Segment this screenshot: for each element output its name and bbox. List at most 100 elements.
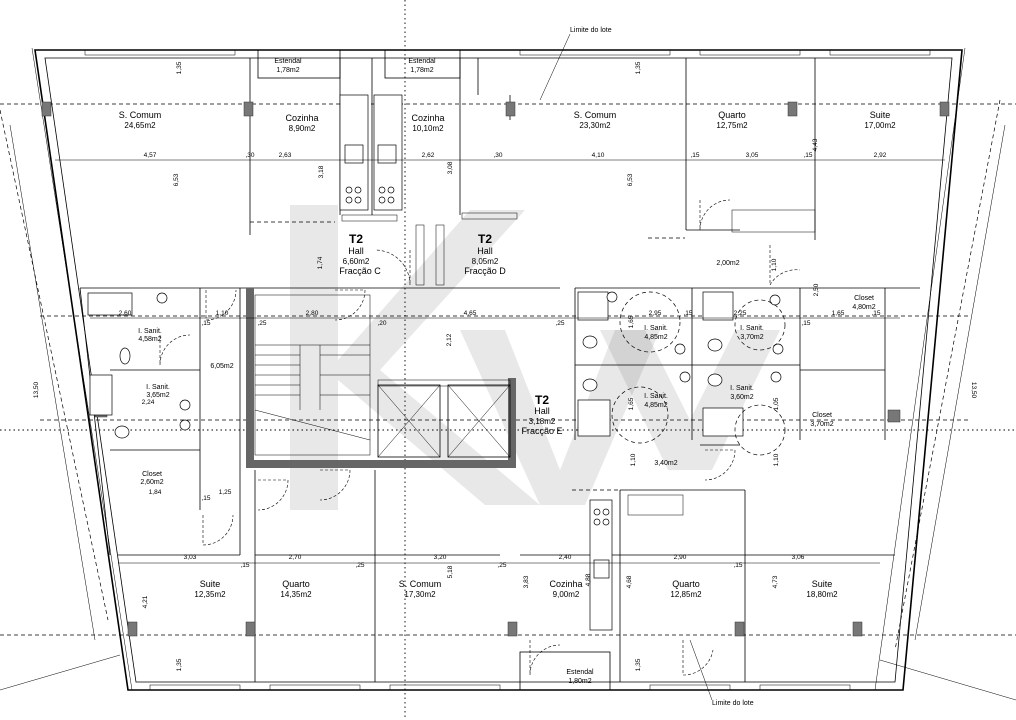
dimension-label: 1,35: [176, 61, 183, 74]
svg-text:S. Comum: S. Comum: [399, 579, 442, 589]
svg-text:4,85m2: 4,85m2: [644, 402, 667, 409]
svg-text:Limite do lote: Limite do lote: [570, 27, 612, 34]
svg-text:8,05m2: 8,05m2: [472, 257, 499, 266]
room-closet-right-2: Closet 3,70m2: [810, 412, 833, 428]
dimension-label: 1,10: [216, 310, 229, 317]
dimension-label: ,25: [355, 562, 364, 569]
dimension-label: 1,25: [219, 489, 232, 496]
dimension-label: ,20: [377, 320, 386, 327]
svg-text:T2: T2: [535, 393, 549, 407]
svg-text:Estendal: Estendal: [408, 58, 436, 65]
room-closet-left: Closet 2,60m2: [140, 471, 163, 486]
svg-text:Limite do lote: Limite do lote: [712, 700, 754, 707]
lot-limit-annotation-bottom: Limite do lote: [689, 639, 754, 707]
svg-text:1,78m2: 1,78m2: [276, 67, 299, 74]
dimension-label: 2,50: [813, 283, 820, 296]
svg-text:I. Sanit.: I. Sanit.: [138, 328, 162, 335]
dimension-label: 1,10: [771, 258, 778, 271]
dimension-label: 2,40: [559, 554, 572, 561]
dimension-label: ,25: [555, 320, 564, 327]
svg-text:Quarto: Quarto: [718, 110, 746, 120]
dimension-label: 4,88: [585, 573, 592, 586]
svg-text:8,90m2: 8,90m2: [289, 124, 316, 133]
svg-text:4,80m2: 4,80m2: [852, 304, 875, 311]
dimension-label: 2,24: [142, 399, 155, 406]
svg-text:Closet: Closet: [812, 412, 832, 419]
side-dimension-left: 13,50: [33, 381, 40, 398]
room-sanit-center-2: I. Sanit. 4,85m2: [644, 393, 668, 409]
svg-text:Cozinha: Cozinha: [549, 579, 582, 589]
svg-text:24,65m2: 24,65m2: [124, 121, 156, 130]
room-sanit-left-2: I. Sanit. 3,65m2: [146, 384, 170, 399]
svg-text:Closet: Closet: [142, 471, 162, 478]
svg-text:3,65m2: 3,65m2: [146, 392, 169, 399]
svg-text:S. Comum: S. Comum: [119, 110, 162, 120]
svg-text:18,80m2: 18,80m2: [806, 590, 838, 599]
dimension-label: 3,08: [447, 161, 454, 174]
dimension-label: 3,83: [523, 575, 530, 588]
side-dimension-right: 13,50: [970, 382, 977, 399]
dimension-label: 1,65: [628, 397, 635, 410]
dimension-label: 1,10: [773, 453, 780, 466]
dimension-label: ,30: [245, 152, 254, 159]
svg-text:I. Sanit.: I. Sanit.: [730, 385, 754, 392]
room-sanit-left-1: I. Sanit. 4,58m2: [138, 328, 162, 343]
svg-text:Closet: Closet: [854, 295, 874, 302]
svg-text:4,58m2: 4,58m2: [138, 336, 161, 343]
room-corridor-center: 3,40m2: [654, 460, 677, 467]
fraction-c-label: T2 Hall 6,60m2 Fracção C: [339, 232, 381, 276]
svg-text:1,78m2: 1,78m2: [410, 67, 433, 74]
svg-text:3,70m2: 3,70m2: [810, 421, 833, 428]
dimension-label: 2,25: [734, 310, 747, 317]
dimension-label: 4,68: [626, 575, 633, 588]
room-estendal-top-center: Estendal 1,78m2: [408, 58, 436, 74]
room-sanit-right-1: I. Sanit. 3,70m2: [740, 325, 764, 341]
dimension-label: 4,43: [812, 138, 819, 151]
svg-text:Quarto: Quarto: [672, 579, 700, 589]
dimension-label: ,15: [201, 495, 210, 502]
dimension-label: 1,84: [149, 489, 162, 496]
svg-text:Suite: Suite: [812, 579, 833, 589]
dimension-label: ,15: [803, 152, 812, 159]
dimension-label: 2,95: [649, 310, 662, 317]
svg-text:3,18m2: 3,18m2: [529, 417, 556, 426]
dimension-label: ,15: [683, 310, 692, 317]
svg-text:10,10m2: 10,10m2: [412, 124, 444, 133]
svg-text:Cozinha: Cozinha: [285, 113, 318, 123]
svg-text:1,80m2: 1,80m2: [568, 678, 591, 685]
room-quarto-bottom-left: Quarto 14,35m2: [280, 579, 312, 599]
svg-text:Cozinha: Cozinha: [411, 113, 444, 123]
dimension-label: ,15: [240, 562, 249, 569]
dimension-label: 6,53: [173, 173, 180, 186]
fraction-e-label: T2 Hall 3,18m2 Fracção E: [521, 393, 562, 436]
room-sanit-right-2: I. Sanit. 3,60m2: [730, 385, 754, 401]
svg-text:4,85m2: 4,85m2: [644, 334, 667, 341]
dimension-label: 1,35: [635, 61, 642, 74]
kitchen-counters: [339, 94, 613, 631]
dimension-label: 4,21: [142, 595, 149, 608]
dimension-label: 2,80: [306, 310, 319, 317]
dimension-label: 2,70: [289, 554, 302, 561]
room-suite-bottom-left: Suite 12,35m2: [194, 579, 226, 599]
dimension-label: ,25: [257, 320, 266, 327]
svg-text:17,30m2: 17,30m2: [404, 590, 436, 599]
dimension-label: 2,92: [874, 152, 887, 159]
dimension-label: 6,53: [627, 173, 634, 186]
dimension-label: 1,65: [832, 310, 845, 317]
sanitary-fixtures: [87, 291, 786, 456]
svg-text:Suite: Suite: [200, 579, 221, 589]
room-cozinha-top-center: Cozinha 10,10m2: [411, 113, 444, 133]
svg-text:Quarto: Quarto: [282, 579, 310, 589]
svg-text:3,60m2: 3,60m2: [730, 394, 753, 401]
room-cozinha-top-left: Cozinha 8,90m2: [285, 113, 318, 133]
dimension-label: 2,62: [422, 152, 435, 159]
dimension-label: 1,10: [630, 453, 637, 466]
svg-text:3,70m2: 3,70m2: [740, 334, 763, 341]
dimension-label: 1,65: [628, 315, 635, 328]
svg-text:I. Sanit.: I. Sanit.: [644, 325, 668, 332]
svg-text:Fracção C: Fracção C: [339, 266, 381, 276]
room-cozinha-bottom: Cozinha 9,00m2: [549, 579, 582, 599]
room-s-comum-top-left: S. Comum 24,65m2: [119, 110, 162, 130]
dimension-label: 3,05: [746, 152, 759, 159]
